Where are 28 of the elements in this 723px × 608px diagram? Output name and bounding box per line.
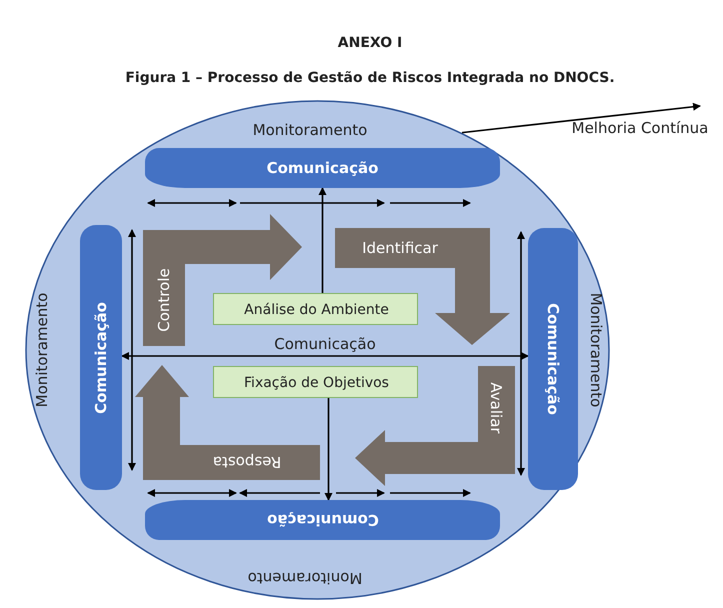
arrow bbox=[324, 398, 332, 501]
process-box bbox=[213, 366, 418, 398]
heading-text: ANEXO I bbox=[338, 35, 402, 51]
ellipse-label: Monitoramento bbox=[252, 121, 368, 139]
ellipse-label: Monitoramento bbox=[248, 569, 362, 587]
box-label: Análise do Ambiente bbox=[244, 302, 389, 318]
band-label: Comunicação bbox=[266, 159, 378, 177]
band-label: Comunicação bbox=[266, 511, 378, 529]
arrow bbox=[318, 187, 326, 293]
communication-band bbox=[80, 225, 122, 490]
box-label: Fixação de Objetivos bbox=[244, 375, 389, 391]
band-label: Comunicação bbox=[92, 302, 110, 414]
arrow bbox=[462, 102, 701, 134]
band-label: Comunicação bbox=[544, 303, 562, 415]
communication-band bbox=[145, 500, 500, 540]
process-label: Avaliar bbox=[487, 382, 505, 434]
ellipse-label: Monitoramento bbox=[33, 292, 51, 408]
process-box bbox=[213, 293, 418, 325]
process-label: Identificar bbox=[362, 239, 438, 257]
figure-title: Figura 1 – Processo de Gestão de Riscos Integrada no DNOCS. bbox=[125, 70, 615, 86]
process-label: Resposta bbox=[212, 453, 282, 471]
arrow bbox=[121, 352, 529, 360]
edge-label: Comunicação bbox=[272, 335, 378, 353]
communication-band bbox=[145, 148, 500, 188]
communication-band bbox=[528, 228, 578, 490]
process-label: Controle bbox=[155, 268, 173, 332]
edge-label: Melhoria Contínua bbox=[572, 119, 708, 137]
ellipse-label: Monitoramento bbox=[587, 292, 605, 408]
